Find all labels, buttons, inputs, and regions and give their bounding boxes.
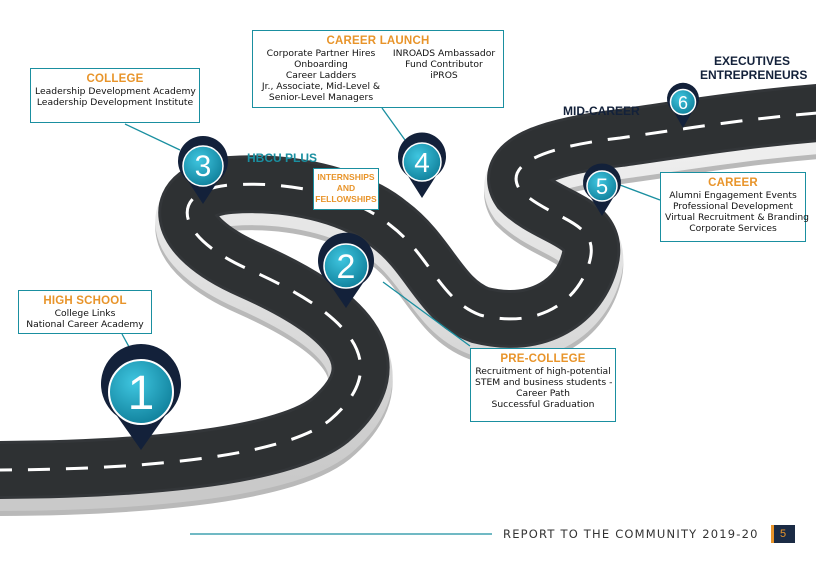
high-school-box: HIGH SCHOOL College Links National Caree…	[18, 290, 152, 334]
high-school-line: College Links	[54, 308, 116, 319]
pre-college-line: Recruitment of high-potential	[475, 366, 611, 377]
high-school-title: HIGH SCHOOL	[43, 295, 127, 307]
pin-1: 1	[101, 344, 182, 450]
career-launch-line: iPROS	[430, 70, 458, 81]
svg-text:4: 4	[414, 147, 430, 178]
pin-5: 5	[583, 163, 621, 216]
svg-text:6: 6	[678, 93, 688, 113]
college-line: Leadership Development Institute	[36, 97, 194, 108]
internships-callout: INTERNSHIPS AND FELLOWSHIPS	[313, 168, 379, 210]
executives-label: EXECUTIVES ENTREPRENEURS	[700, 54, 808, 82]
mid-career-label: MID-CAREER	[563, 104, 640, 118]
college-box: COLLEGE Leadership Development Academy L…	[30, 68, 200, 123]
high-school-line: National Career Academy	[26, 319, 144, 330]
pin-4: 4	[398, 132, 446, 199]
career-launch-line: Onboarding	[294, 59, 348, 70]
career-launch-title: CAREER LAUNCH	[326, 35, 430, 47]
career-title: CAREER	[708, 177, 758, 189]
footer-title: REPORT TO THE COMMUNITY 2019-20	[503, 527, 759, 541]
internships-line: AND	[336, 183, 356, 193]
executives-line: EXECUTIVES	[713, 54, 791, 68]
road-center-line	[0, 111, 816, 472]
career-line: Corporate Services	[689, 223, 777, 234]
career-launch-line: Senior-Level Managers	[268, 92, 374, 103]
college-line: Leadership Development Academy	[35, 86, 196, 97]
svg-text:5: 5	[596, 174, 608, 199]
pre-college-title: PRE-COLLEGE	[500, 353, 586, 365]
career-line: Professional Development	[673, 201, 793, 212]
career-box: CAREER Alumni Engagement Events Professi…	[660, 172, 809, 242]
college-title: COLLEGE	[86, 73, 144, 85]
pre-college-box: PRE-COLLEGE Recruitment of high-potentia…	[470, 348, 616, 422]
pre-college-line: Successful Graduation	[491, 399, 595, 410]
svg-text:2: 2	[337, 248, 356, 286]
pre-college-line: STEM and business students -	[475, 377, 613, 388]
pin-3: 3	[178, 136, 228, 204]
career-launch-line: INROADS Ambassador	[392, 48, 496, 59]
svg-text:1: 1	[128, 367, 155, 420]
career-line: Virtual Recruitment & Branding	[665, 212, 809, 223]
pin-6: 6	[667, 82, 699, 128]
hbcu-plus-label: HBCU PLUS	[247, 151, 318, 165]
career-launch-line: Career Ladders	[285, 70, 357, 81]
internships-line: FELLOWSHIPS	[315, 194, 377, 204]
career-launch-line: Fund Contributor	[405, 59, 483, 70]
entrepreneurs-line: ENTREPRENEURS	[700, 68, 808, 82]
pre-college-line: Career Path	[516, 388, 570, 399]
career-launch-line: Corporate Partner Hires	[266, 48, 376, 59]
leader-lines	[121, 107, 661, 357]
career-launch-box: CAREER LAUNCH Corporate Partner Hires On…	[252, 30, 504, 108]
internships-line: INTERNSHIPS	[317, 172, 375, 182]
svg-text:3: 3	[195, 150, 212, 183]
career-launch-line: Jr., Associate, Mid-Level &	[261, 81, 381, 92]
career-line: Alumni Engagement Events	[669, 190, 797, 201]
pin-2: 2	[318, 232, 374, 308]
page-number: 5	[771, 525, 795, 543]
